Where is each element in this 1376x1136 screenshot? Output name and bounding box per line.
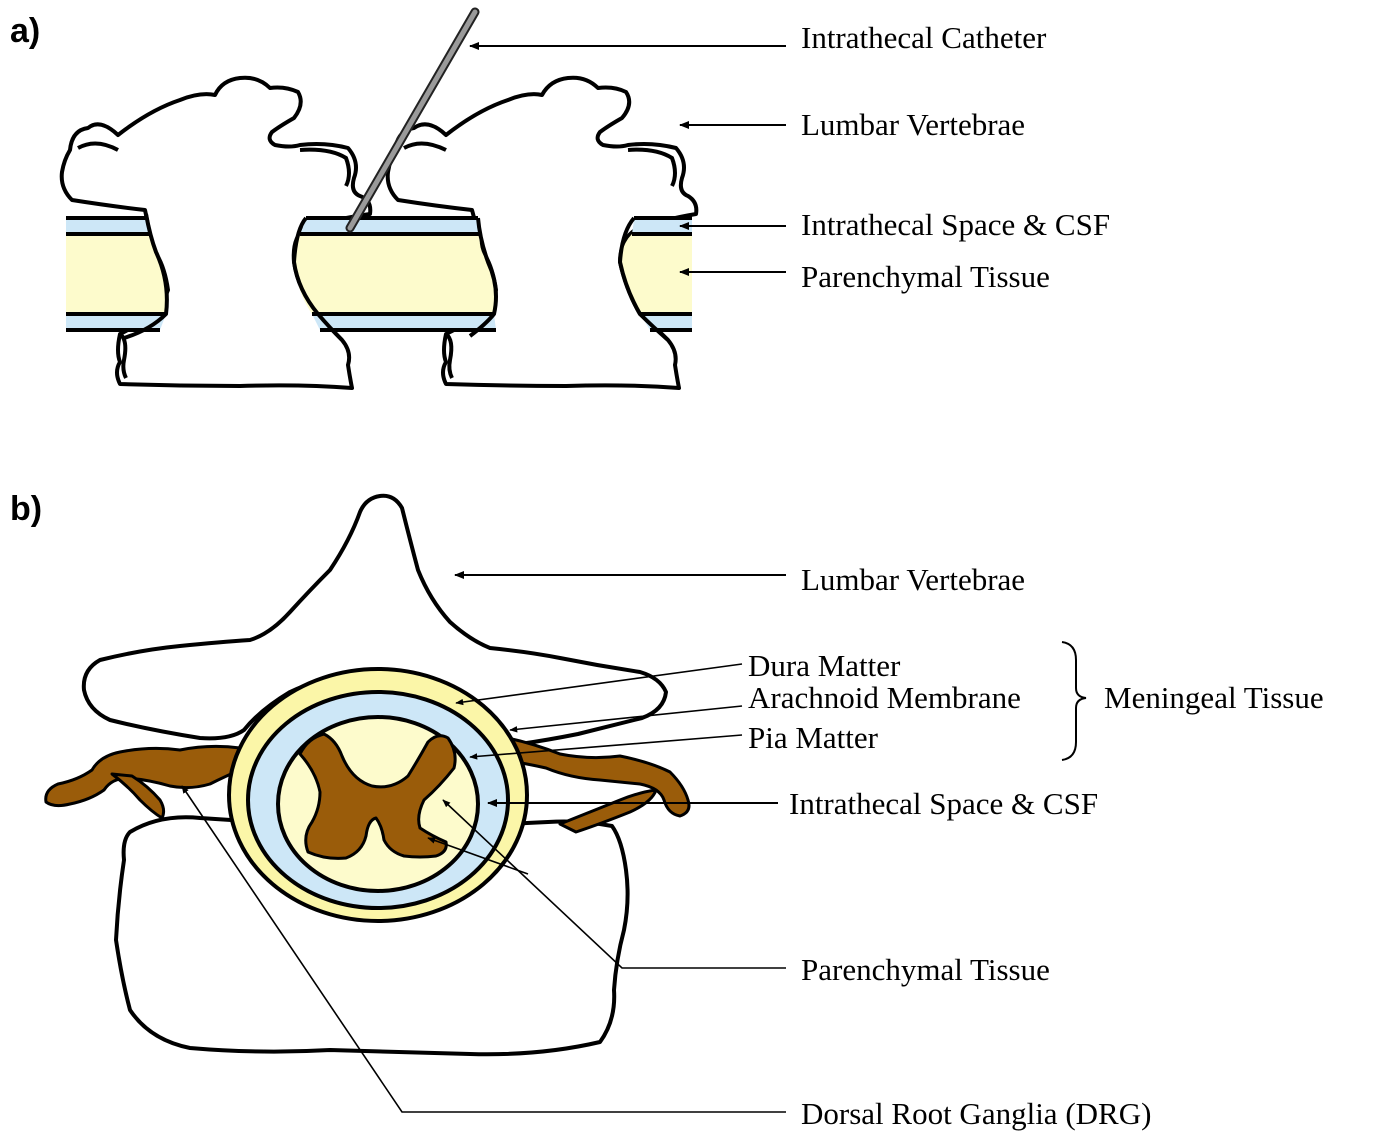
panel-b-letter: b)	[10, 490, 42, 528]
meningeal-brace	[1062, 642, 1086, 760]
label-a-parenchymal: Parenchymal Tissue	[801, 259, 1050, 294]
label-b-meningeal: Meningeal Tissue	[1104, 680, 1324, 715]
label-a-catheter: Intrathecal Catheter	[801, 20, 1047, 55]
label-b-vertebrae: Lumbar Vertebrae	[801, 562, 1025, 597]
panel-a: a)	[10, 12, 1110, 388]
label-a-vertebrae: Lumbar Vertebrae	[801, 107, 1025, 142]
spinal-cord-cross-section	[229, 669, 527, 921]
label-a-space-csf: Intrathecal Space & CSF	[801, 207, 1110, 242]
label-b-arachnoid: Arachnoid Membrane	[748, 680, 1021, 715]
label-b-pia: Pia Matter	[748, 720, 879, 755]
label-b-space-csf: Intrathecal Space & CSF	[789, 786, 1098, 821]
label-b-dura: Dura Matter	[748, 648, 901, 683]
panel-b: b) Lumbar Vertebrae	[10, 490, 1324, 1131]
label-b-drg: Dorsal Root Ganglia (DRG)	[801, 1096, 1151, 1131]
panel-a-letter: a)	[10, 12, 40, 50]
label-b-parenchymal: Parenchymal Tissue	[801, 952, 1050, 987]
